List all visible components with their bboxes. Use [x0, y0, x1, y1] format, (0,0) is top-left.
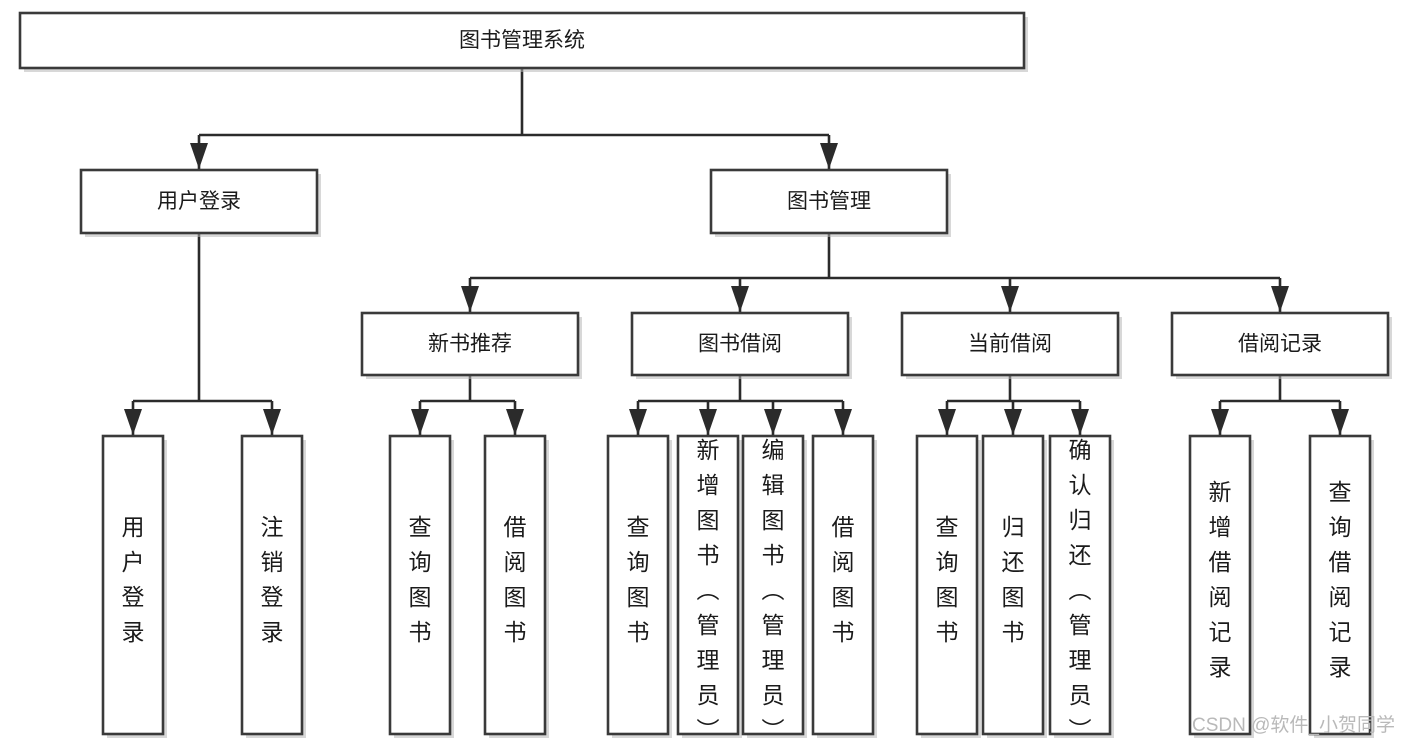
- node-label: 用户登录: [157, 190, 241, 213]
- connector-layer: [124, 68, 1349, 435]
- node-book-manage[interactable]: 图书管理: [709, 168, 951, 237]
- node-label: 查询图书: [627, 514, 650, 645]
- edge-group-user-login: [124, 233, 281, 435]
- node-box[interactable]: [900, 311, 1120, 377]
- edge-group-new-book-rec: [411, 375, 524, 435]
- node-user-login[interactable]: 用户登录: [79, 168, 321, 237]
- node-label: 借阅图书: [832, 514, 855, 645]
- arrow-head-icon: [263, 409, 281, 435]
- node-leaf-query-book-2[interactable]: 查询图书: [606, 434, 672, 738]
- arrow-head-icon: [629, 409, 647, 435]
- node-leaf-confirm-return[interactable]: 确认归还︵管理员︶: [1048, 434, 1114, 743]
- node-leaf-query-book-3[interactable]: 查询图书: [915, 434, 981, 738]
- node-leaf-query-record[interactable]: 查询借阅记录: [1308, 434, 1374, 738]
- node-label: 当前借阅: [968, 333, 1052, 356]
- arrow-head-icon: [731, 286, 749, 312]
- csdn-watermark: CSDN @软件_小贺同学: [1192, 714, 1395, 736]
- node-leaf-query-book-1[interactable]: 查询图书: [388, 434, 454, 738]
- arrow-head-icon: [1071, 409, 1089, 435]
- node-label: 新增借阅记录: [1209, 479, 1232, 680]
- node-leaf-edit-book[interactable]: 编辑图书︵管理员︶: [741, 434, 807, 743]
- node-label: 查询图书: [936, 514, 959, 645]
- edge-group-book-manage: [461, 233, 1289, 312]
- node-box[interactable]: [360, 311, 580, 377]
- node-box[interactable]: [606, 434, 670, 736]
- node-label: 编辑图书︵管理员︶: [762, 437, 785, 743]
- node-new-book-rec[interactable]: 新书推荐: [360, 311, 582, 379]
- node-box[interactable]: [240, 434, 304, 736]
- node-label: 图书管理: [787, 190, 871, 213]
- node-leaf-user-login[interactable]: 用户登录: [101, 434, 167, 738]
- arrow-head-icon: [938, 409, 956, 435]
- arrow-head-icon: [1271, 286, 1289, 312]
- node-box[interactable]: [981, 434, 1045, 736]
- edge-group-book-borrow: [629, 375, 852, 435]
- node-box[interactable]: [741, 434, 805, 736]
- arrow-head-icon: [1001, 286, 1019, 312]
- node-box[interactable]: [811, 434, 875, 736]
- node-box[interactable]: [630, 311, 850, 377]
- node-label: 确认归还︵管理员︶: [1069, 437, 1092, 743]
- node-label: 新增图书︵管理员︶: [697, 437, 720, 743]
- node-box[interactable]: [1048, 434, 1112, 736]
- node-box[interactable]: [1188, 434, 1252, 736]
- node-leaf-logout[interactable]: 注销登录: [240, 434, 306, 738]
- node-label: 图书借阅: [698, 333, 782, 356]
- node-box[interactable]: [483, 434, 547, 736]
- arrow-head-icon: [506, 409, 524, 435]
- arrow-head-icon: [820, 143, 838, 169]
- node-root[interactable]: 图书管理系统: [18, 11, 1028, 72]
- node-label: 注销登录: [261, 514, 284, 645]
- arrow-head-icon: [764, 409, 782, 435]
- node-box[interactable]: [915, 434, 979, 736]
- arrow-head-icon: [1004, 409, 1022, 435]
- arrow-head-icon: [834, 409, 852, 435]
- arrow-head-icon: [411, 409, 429, 435]
- arrow-head-icon: [1211, 409, 1229, 435]
- edge-group-current-borrow: [938, 375, 1089, 435]
- arrow-head-icon: [190, 143, 208, 169]
- node-layer: 图书管理系统用户登录图书管理新书推荐图书借阅当前借阅借阅记录用户登录注销登录查询…: [18, 11, 1392, 743]
- arrow-head-icon: [461, 286, 479, 312]
- node-box[interactable]: [79, 168, 319, 235]
- node-book-borrow[interactable]: 图书借阅: [630, 311, 852, 379]
- node-leaf-borrow-book-2[interactable]: 借阅图书: [811, 434, 877, 738]
- node-current-borrow[interactable]: 当前借阅: [900, 311, 1122, 379]
- node-label: 新书推荐: [428, 333, 512, 356]
- node-label: 用户登录: [122, 514, 145, 645]
- node-label: 查询图书: [409, 514, 432, 645]
- node-label: 借阅记录: [1238, 333, 1322, 356]
- node-leaf-add-book[interactable]: 新增图书︵管理员︶: [676, 434, 742, 743]
- node-leaf-borrow-book-1[interactable]: 借阅图书: [483, 434, 549, 738]
- node-label: 查询借阅记录: [1329, 479, 1352, 680]
- edge-group-root: [190, 68, 838, 169]
- edge-group-borrow-record: [1211, 375, 1349, 435]
- arrow-head-icon: [1331, 409, 1349, 435]
- node-box[interactable]: [709, 168, 949, 235]
- node-label: 借阅图书: [504, 514, 527, 645]
- node-box[interactable]: [18, 11, 1026, 70]
- node-box[interactable]: [1308, 434, 1372, 736]
- node-leaf-add-record[interactable]: 新增借阅记录: [1188, 434, 1254, 738]
- node-box[interactable]: [1170, 311, 1390, 377]
- node-borrow-record[interactable]: 借阅记录: [1170, 311, 1392, 379]
- arrow-head-icon: [124, 409, 142, 435]
- node-box[interactable]: [676, 434, 740, 736]
- node-box[interactable]: [101, 434, 165, 736]
- node-leaf-return-book[interactable]: 归还图书: [981, 434, 1047, 738]
- node-label: 归还图书: [1002, 514, 1025, 645]
- arrow-head-icon: [699, 409, 717, 435]
- node-label: 图书管理系统: [459, 29, 585, 52]
- node-box[interactable]: [388, 434, 452, 736]
